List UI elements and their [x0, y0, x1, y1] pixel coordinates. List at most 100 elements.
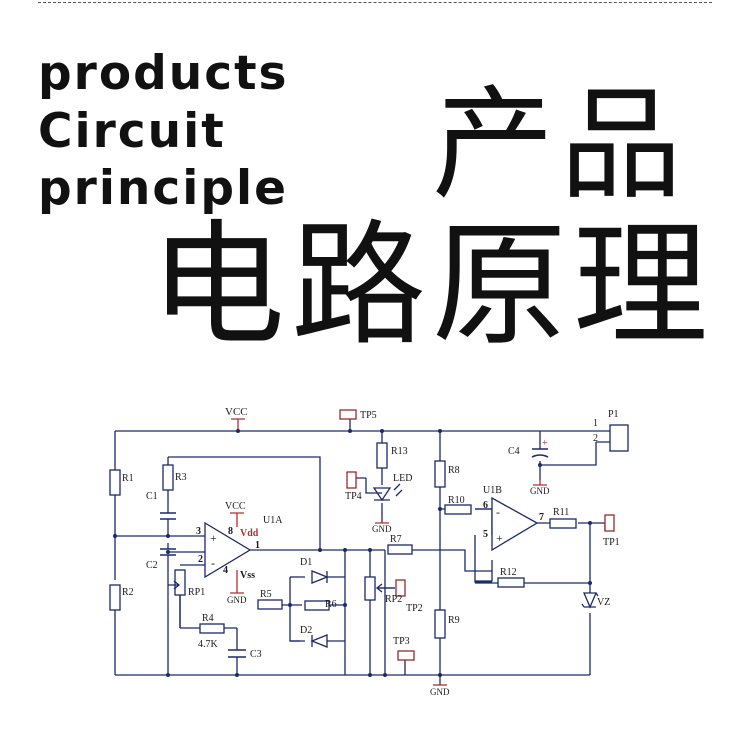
- led-arrows: [393, 483, 403, 497]
- opamp-u1a: + -: [204, 521, 252, 579]
- rp2-wiper: [375, 583, 395, 593]
- svg-text:R1: R1: [122, 473, 134, 484]
- diode-d1: [311, 570, 329, 584]
- svg-text:GND: GND: [372, 524, 392, 534]
- svg-text:1: 1: [255, 540, 260, 551]
- pot-rp2: [364, 576, 376, 601]
- opamp-u1b: - +: [491, 496, 539, 552]
- junction-dots: [113, 429, 592, 677]
- circuit-schematic: VCC VCC Vdd Vss GND GND GND GND: [109, 406, 629, 697]
- connector-p1-body: [609, 424, 629, 452]
- svg-text:R7: R7: [390, 534, 402, 545]
- svg-text:U1B: U1B: [483, 485, 502, 496]
- svg-text:4.7K: 4.7K: [198, 639, 219, 650]
- led-symbol: [372, 487, 392, 502]
- svg-text:RP1: RP1: [188, 587, 205, 598]
- svg-text:-: -: [496, 505, 500, 519]
- tp2-box: [395, 579, 406, 597]
- svg-text:R5: R5: [260, 589, 272, 600]
- svg-text:C4: C4: [508, 446, 520, 457]
- svg-text:VCC: VCC: [225, 406, 248, 418]
- capacitor-c1: [160, 512, 176, 520]
- svg-text:7: 7: [539, 512, 544, 523]
- svg-text:R10: R10: [448, 495, 465, 506]
- svg-text:GND: GND: [227, 595, 247, 605]
- resistor-r13: [376, 442, 388, 469]
- tp4-box: [346, 471, 357, 489]
- resistor-r12: [497, 577, 525, 588]
- tp1-box: [604, 514, 615, 532]
- gnd-c4: GND: [530, 480, 550, 496]
- svg-text:2: 2: [593, 433, 598, 444]
- svg-text:R13: R13: [391, 446, 408, 457]
- svg-text:U1A: U1A: [263, 515, 283, 526]
- svg-text:TP1: TP1: [603, 537, 620, 548]
- vcc-symbol-top: VCC: [225, 406, 248, 431]
- svg-text:-: -: [211, 556, 215, 570]
- svg-text:D1: D1: [300, 557, 312, 568]
- svg-text:Vdd: Vdd: [240, 528, 259, 539]
- svg-text:TP5: TP5: [360, 410, 377, 421]
- svg-text:4: 4: [223, 565, 228, 576]
- svg-text:R6: R6: [325, 599, 337, 610]
- component-labels: R1 R2 R3 R4 4.7K R5 R6 R7 R8 R9 R10 R11 …: [122, 409, 620, 660]
- resistor-r5: [257, 599, 283, 610]
- resistor-r11: [549, 518, 577, 529]
- svg-text:P1: P1: [608, 409, 619, 420]
- svg-text:R3: R3: [175, 472, 187, 483]
- svg-text:R4: R4: [202, 613, 214, 624]
- svg-text:TP3: TP3: [393, 636, 410, 647]
- svg-text:C3: C3: [250, 649, 262, 660]
- svg-text:8: 8: [228, 526, 233, 537]
- vdd-supply: VCC Vdd Vss GND: [225, 501, 259, 605]
- svg-text:3: 3: [196, 526, 201, 537]
- gnd-led: GND: [372, 517, 392, 534]
- svg-text:2: 2: [198, 554, 203, 565]
- resistor-r2: [109, 584, 121, 611]
- english-title-line-1: products: [38, 46, 289, 101]
- test-points: [339, 409, 615, 661]
- svg-text:R8: R8: [448, 465, 460, 476]
- resistor-r9: [434, 609, 446, 639]
- svg-text:VCC: VCC: [225, 501, 246, 512]
- resistor-r3: [162, 464, 174, 491]
- svg-text:GND: GND: [430, 687, 450, 697]
- svg-text:VZ: VZ: [597, 597, 610, 608]
- svg-text:TP4: TP4: [345, 491, 362, 502]
- svg-text:R2: R2: [122, 587, 134, 598]
- svg-text:+: +: [210, 531, 217, 545]
- gnd-bottom: GND: [430, 684, 450, 697]
- svg-text:LED: LED: [393, 473, 412, 484]
- english-title-line-3: principle: [38, 161, 288, 216]
- svg-text:C1: C1: [146, 491, 158, 502]
- diodes: [310, 483, 599, 648]
- capacitors: [160, 448, 549, 658]
- english-title-line-2: Circuit: [38, 104, 226, 159]
- svg-text:5: 5: [483, 529, 488, 540]
- svg-text:C2: C2: [146, 560, 158, 571]
- svg-text:6: 6: [483, 500, 488, 511]
- chinese-title-line-2: 电路原理: [150, 207, 714, 364]
- capacitor-c2: [160, 548, 176, 556]
- resistor-r4: [199, 623, 225, 634]
- chinese-title-line-1: 产品: [432, 74, 688, 216]
- resistor-r1: [109, 469, 121, 496]
- resistor-r8: [434, 460, 446, 488]
- svg-text:RP2: RP2: [385, 594, 402, 605]
- capacitor-c3: [228, 649, 246, 658]
- svg-text:Vss: Vss: [240, 570, 255, 581]
- tp5-box: [339, 409, 357, 420]
- svg-text:GND: GND: [530, 486, 550, 496]
- svg-text:D2: D2: [300, 625, 312, 636]
- svg-text:+: +: [496, 531, 503, 545]
- svg-text:R12: R12: [500, 567, 517, 578]
- capacitor-c4: [531, 448, 549, 458]
- resistor-r7: [387, 544, 413, 555]
- diode-d2: [310, 634, 328, 648]
- svg-text:TP2: TP2: [406, 603, 423, 614]
- svg-text:1: 1: [593, 418, 598, 429]
- zener-vz: [581, 592, 599, 609]
- tp3-box: [397, 650, 415, 661]
- resistor-r6: [304, 600, 330, 611]
- resistor-r10: [444, 504, 472, 515]
